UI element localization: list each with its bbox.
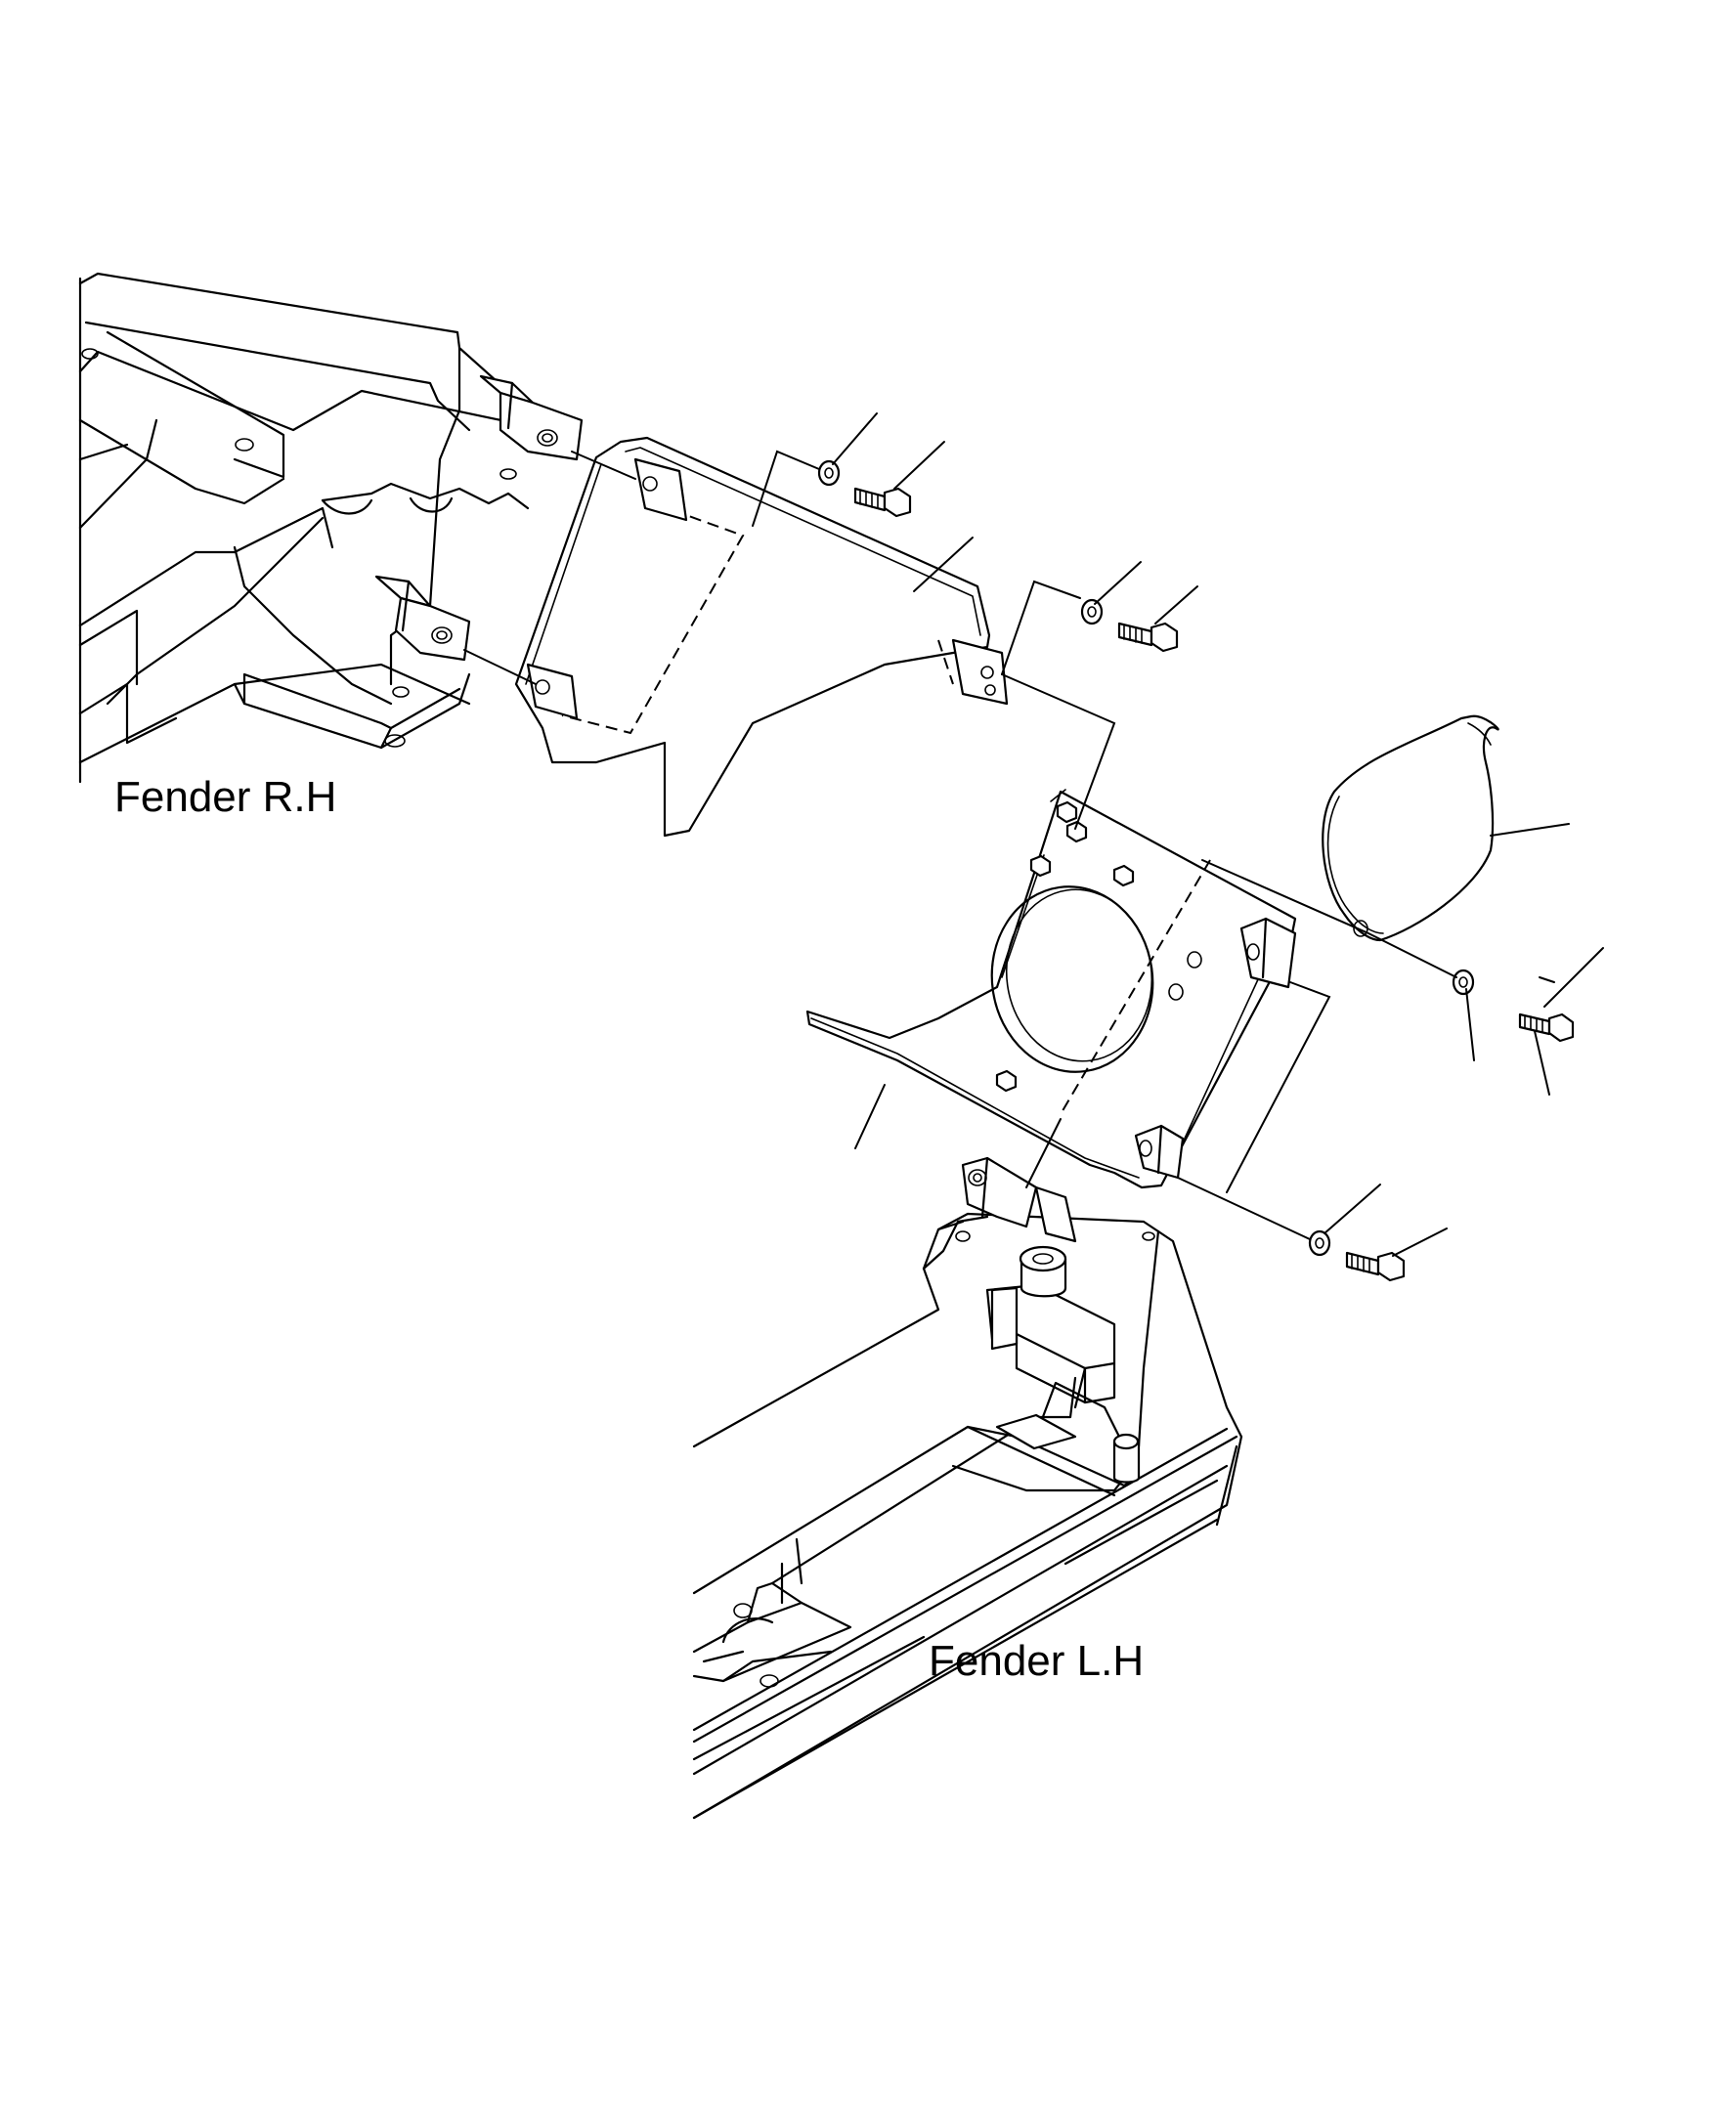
fender-rh-assembly	[80, 274, 582, 782]
assembly-lines	[464, 452, 1456, 1239]
washer-icon	[819, 461, 839, 485]
center-bracket-plate	[807, 790, 1295, 1187]
cover-plate	[1323, 716, 1497, 940]
bolt-icon	[1520, 1014, 1573, 1041]
washer-icon	[1310, 1231, 1329, 1255]
bolt-icon	[855, 489, 910, 516]
washer-icon	[1082, 600, 1102, 624]
bolt-icon	[1119, 624, 1177, 651]
fender-rh-label: Fender R.H	[114, 773, 337, 821]
bolt-icon	[1347, 1253, 1404, 1280]
washer-icon	[1454, 970, 1473, 994]
leader-lines	[833, 413, 1603, 1256]
fender-lh-label: Fender L.H	[929, 1637, 1145, 1685]
rh-bracket-plate	[516, 438, 1007, 836]
fender-lh-assembly	[694, 1158, 1241, 1818]
